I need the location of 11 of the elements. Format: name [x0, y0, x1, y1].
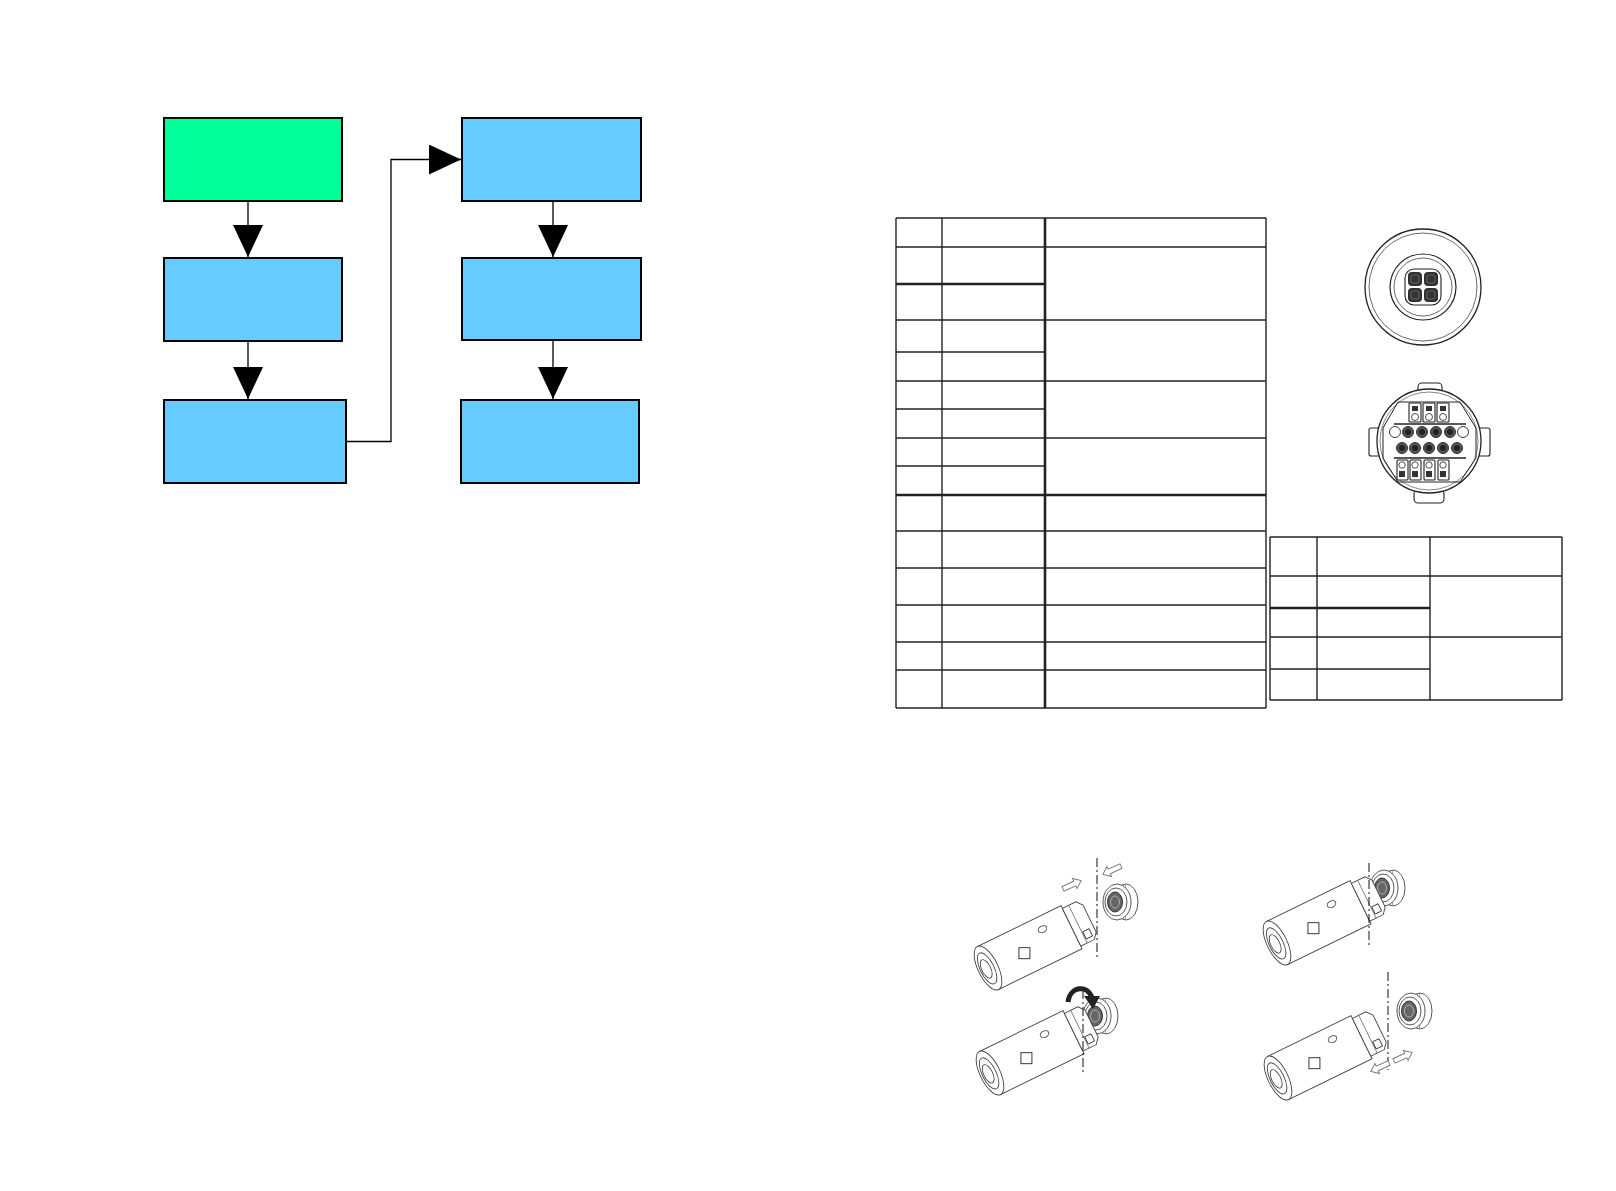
arrow — [538, 340, 568, 400]
process-box — [163, 399, 347, 484]
process-box — [460, 399, 640, 484]
arrow — [233, 201, 263, 258]
arrow — [233, 341, 263, 400]
process-box — [163, 257, 343, 342]
process-box — [461, 117, 642, 202]
arrow — [538, 201, 568, 258]
arrow — [346, 144, 462, 443]
process-box — [163, 117, 343, 202]
process-box — [461, 257, 642, 341]
